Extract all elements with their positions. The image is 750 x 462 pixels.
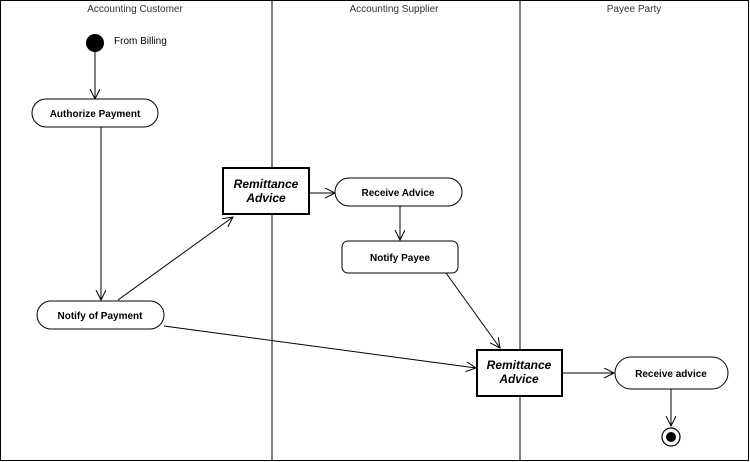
lane-title-accounting-supplier: Accounting Supplier [350,4,440,15]
activity-receive-advice-label: Receive Advice [361,188,434,199]
activity-receive-advice: Receive Advice [334,177,463,207]
lane-title-accounting-customer: Accounting Customer [87,4,183,15]
activity-receive-advice-payee: Receive advice [614,356,729,390]
edge-notify-payee-to-remittance-2 [445,272,500,348]
activity-notify-payee-label: Notify Payee [370,253,430,264]
object-remittance-advice-1-line1: Remittance [234,177,299,191]
activity-notify-of-payment: Notify of Payment [36,300,165,330]
object-remittance-advice-1: Remittance Advice [222,167,310,215]
lane-title-payee-party: Payee Party [607,4,661,15]
object-remittance-advice-2-line2: Advice [498,372,539,386]
activity-notify-of-payment-label: Notify of Payment [57,311,143,322]
activity-receive-advice-payee-label: Receive advice [635,369,707,380]
object-remittance-advice-1-line2: Advice [245,191,286,205]
edge-notify-to-remittance-1 [117,217,233,301]
activity-notify-payee: Notify Payee [341,240,459,274]
activity-authorize-payment-label: Authorize Payment [50,109,141,120]
edge-notify-to-remittance-2 [163,325,476,368]
object-remittance-advice-2: Remittance Advice [476,349,563,397]
activity-authorize-payment: Authorize Payment [31,98,159,128]
final-node [661,427,681,447]
initial-node [86,34,104,52]
initial-node-label: From Billing [114,36,167,47]
object-remittance-advice-2-line1: Remittance [487,358,552,372]
